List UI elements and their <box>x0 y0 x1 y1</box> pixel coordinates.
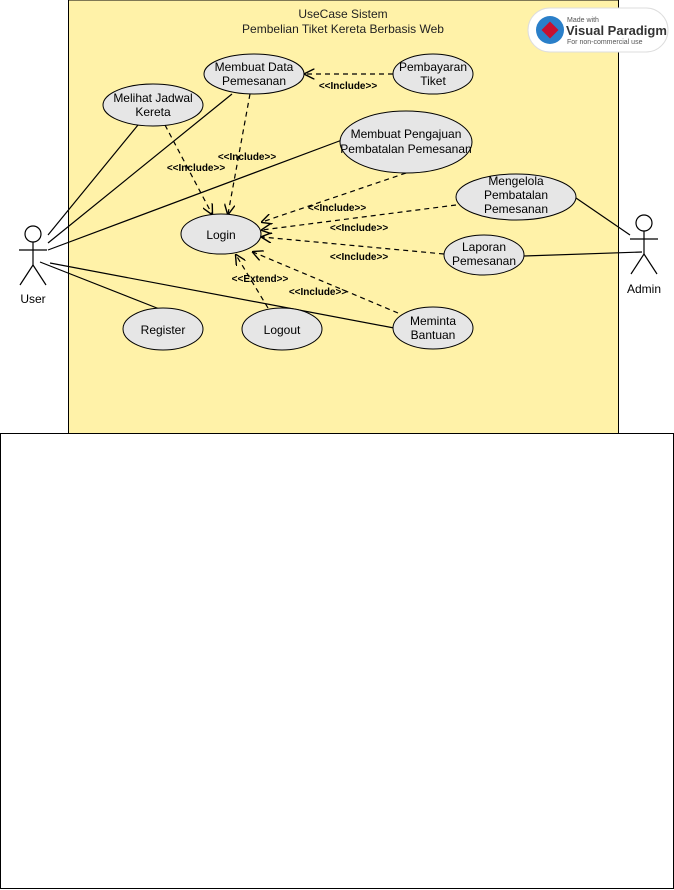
svg-text:Pemesanan: Pemesanan <box>484 202 548 216</box>
svg-text:Mengelola: Mengelola <box>488 174 544 188</box>
svg-text:Pemesanan: Pemesanan <box>452 254 516 268</box>
include-label: <<Include>> <box>308 203 367 214</box>
use-case-mengelola-pembatalan[interactable]: Mengelola Pembatalan Pemesanan <box>455 173 577 221</box>
svg-text:Logout: Logout <box>264 323 301 337</box>
svg-text:Bantuan: Bantuan <box>411 328 456 342</box>
relation-labels: <<Include>> <<Include>> <<Include>> <<In… <box>167 81 389 298</box>
svg-text:Pembayaran: Pembayaran <box>399 60 467 74</box>
use-case-membuat-pengajuan-pembatalan[interactable]: Membuat Pengajuan Pembatalan Pemesanan <box>339 110 473 174</box>
svg-text:Login: Login <box>206 228 235 242</box>
admin-associations <box>523 197 643 257</box>
svg-text:Visual Paradigm: Visual Paradigm <box>566 23 667 38</box>
svg-text:Membuat Data: Membuat Data <box>215 60 294 74</box>
include-label: <<Include>> <box>289 287 348 298</box>
extend-label: <<Extend>> <box>232 274 289 285</box>
actor-admin[interactable] <box>630 214 658 275</box>
include-label: <<Include>> <box>330 252 389 263</box>
diagram-title: UseCase Sistem <box>298 7 387 21</box>
actor-user-label: User <box>20 292 45 306</box>
svg-text:Made with: Made with <box>567 17 599 24</box>
svg-text:Tiket: Tiket <box>420 74 446 88</box>
actor-user-icon <box>24 225 42 243</box>
svg-text:Pembatalan Pemesanan: Pembatalan Pemesanan <box>340 142 471 156</box>
svg-text:Melihat Jadwal: Melihat Jadwal <box>113 91 192 105</box>
include-label: <<Include>> <box>167 163 226 174</box>
actor-admin-label: Admin <box>627 282 661 296</box>
svg-text:Meminta: Meminta <box>410 314 456 328</box>
actor-user[interactable] <box>19 225 47 286</box>
dependency-lines <box>164 74 457 314</box>
include-label: <<Include>> <box>218 152 277 163</box>
svg-text:Membuat Pengajuan: Membuat Pengajuan <box>351 127 462 141</box>
use-case-login[interactable]: Login <box>180 213 262 255</box>
use-case-membuat-data-pemesanan[interactable]: Membuat Data Pemesanan <box>203 53 305 95</box>
use-case-meminta-bantuan[interactable]: Meminta Bantuan <box>392 306 474 350</box>
use-case-register[interactable]: Register <box>122 307 204 351</box>
use-case-pembayaran-tiket[interactable]: Pembayaran Tiket <box>392 53 474 95</box>
svg-text:Register: Register <box>141 323 186 337</box>
diagram-subtitle: Pembelian Tiket Kereta Berbasis Web <box>242 22 444 36</box>
actor-admin-icon <box>635 214 653 232</box>
include-label: <<Include>> <box>330 223 389 234</box>
visual-paradigm-logo-icon <box>536 16 564 44</box>
include-label: <<Include>> <box>319 81 378 92</box>
user-associations <box>39 93 395 329</box>
empty-panel <box>0 433 674 889</box>
svg-text:Pembatalan: Pembatalan <box>484 188 548 202</box>
use-case-melihat-jadwal-kereta[interactable]: Melihat Jadwal Kereta <box>102 83 204 127</box>
use-case-laporan-pemesanan[interactable]: Laporan Pemesanan <box>443 234 525 276</box>
svg-text:Laporan: Laporan <box>462 240 506 254</box>
svg-text:Kereta: Kereta <box>135 105 171 119</box>
svg-text:Pemesanan: Pemesanan <box>222 74 286 88</box>
use-case-logout[interactable]: Logout <box>241 307 323 351</box>
svg-text:For non-commercial use: For non-commercial use <box>567 39 643 46</box>
visual-paradigm-watermark: Made with Visual Paradigm For non-commer… <box>527 7 669 53</box>
